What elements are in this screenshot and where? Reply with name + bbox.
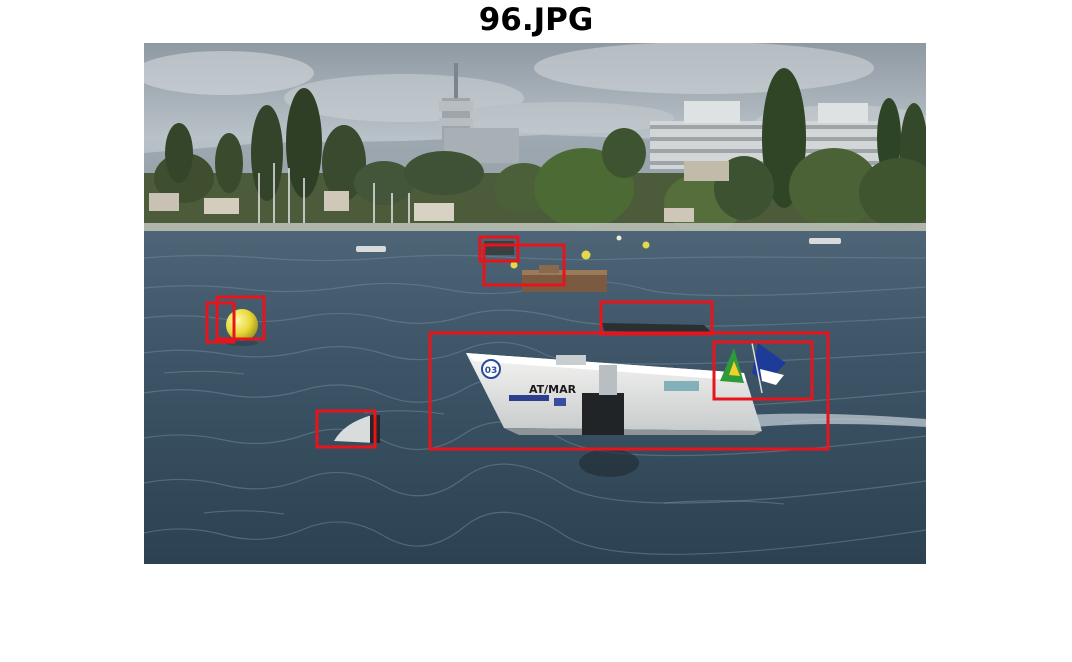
sailboat-masts xyxy=(258,163,410,223)
photo-panel: 03 AT/MAR xyxy=(144,43,926,564)
yellow-buoy xyxy=(226,309,258,341)
annotation-box xyxy=(712,340,814,401)
hull-text: AT/MAR xyxy=(529,383,577,396)
white-boat: 03 AT/MAR xyxy=(466,342,786,435)
annotation-boxes xyxy=(205,235,830,451)
shoreline-houses xyxy=(149,161,729,222)
boat-reflection xyxy=(579,449,639,477)
distant-boat-left xyxy=(356,246,386,252)
annotation-box xyxy=(599,300,714,336)
floating-object xyxy=(484,241,514,255)
annotation-box xyxy=(315,409,377,449)
annotation-box xyxy=(478,235,520,263)
far-buoy xyxy=(616,235,622,241)
far-buoy xyxy=(510,261,518,269)
far-buoy xyxy=(581,250,591,260)
shoreline xyxy=(144,223,926,231)
boat-wake xyxy=(744,413,926,427)
figure-title: 96.JPG xyxy=(478,2,594,38)
annotation-box xyxy=(205,301,236,344)
lake-photo: 03 AT/MAR xyxy=(144,43,926,564)
black-boat xyxy=(602,323,712,333)
distant-boat-right xyxy=(809,238,841,244)
annotation-box xyxy=(215,295,266,341)
annotation-box xyxy=(482,243,566,287)
hull-number: 03 xyxy=(485,366,498,376)
small-grey-boat xyxy=(334,415,376,443)
far-buoy xyxy=(642,241,650,249)
